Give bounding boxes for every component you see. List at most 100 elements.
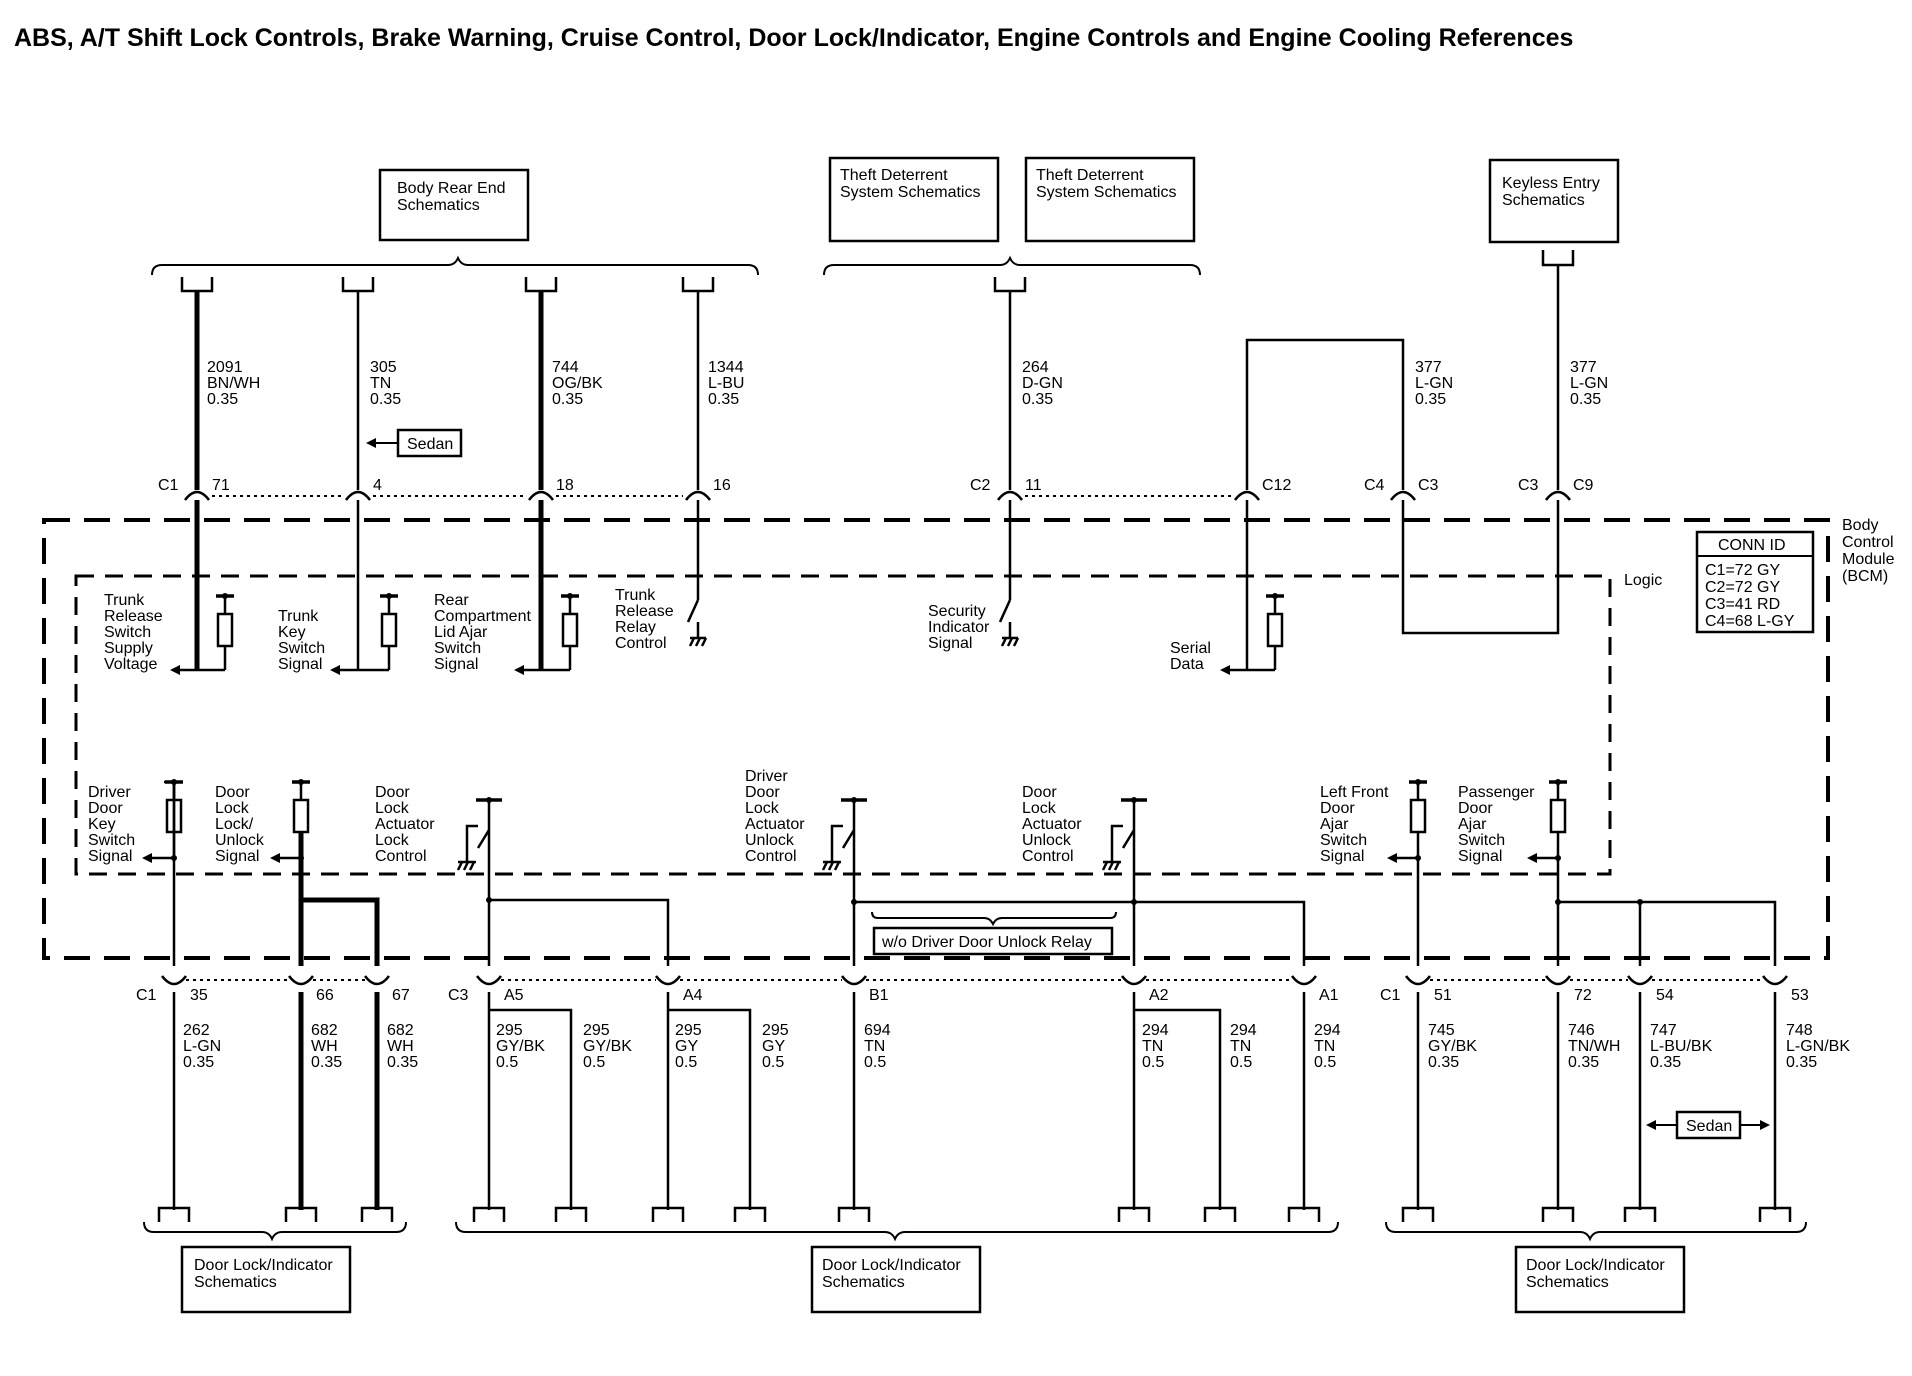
bottom-box-0-line-1: Schematics: [194, 1274, 277, 1291]
bcm-line-3: (BCM): [1842, 568, 1888, 585]
top-box-0-line-1: Schematics: [397, 197, 480, 214]
top-box-2-line-0: Theft Deterrent: [1036, 167, 1144, 184]
top-signal-0-line-1: Release: [104, 608, 163, 625]
bottom-pin-8-conn: C1: [1380, 987, 1401, 1004]
bottom-sockets: [157, 1206, 1792, 1222]
bottom-signal-3-line-3: Actuator: [745, 816, 805, 833]
bottom-pin-4-num: A4: [683, 987, 703, 1004]
top-signal-0-line-0: Trunk: [104, 592, 145, 609]
top-pin-3-num: 16: [713, 477, 731, 494]
top-signal-5-line-0: Serial: [1170, 640, 1211, 657]
bottom-signal-5-line-1: Door: [1320, 800, 1355, 817]
bottom-pin-5-num: B1: [869, 987, 889, 1004]
top-signal-0-line-3: Supply: [104, 640, 153, 657]
bottom-signal-0-line-1: Door: [88, 800, 123, 817]
top-signal-3-line-3: Control: [615, 635, 667, 652]
bottom-signal-5-line-4: Signal: [1320, 848, 1364, 865]
bottom-signal-3-line-4: Unlock: [745, 832, 795, 849]
bottom-wire-9-line-2: 0.5: [1230, 1054, 1252, 1071]
bottom-signal-6-line-2: Ajar: [1458, 816, 1487, 833]
bottom-wire-8-line-1: TN: [1142, 1038, 1163, 1055]
top-wire-1-line-2: 0.35: [370, 391, 401, 408]
relay-note: w/o Driver Door Unlock Relay: [871, 911, 1117, 956]
bottom-wire-10-line-0: 294: [1314, 1022, 1341, 1039]
top-pin-7-conn: C3: [1518, 477, 1539, 494]
top-wire-3-line-0: 1344: [708, 359, 744, 376]
bottom-wire-1-line-2: 0.35: [311, 1054, 342, 1071]
top-signal-4-line-0: Security: [928, 603, 986, 620]
bottom-wire-5-line-0: 295: [675, 1022, 702, 1039]
conn-id-line-1: C2=72 GY: [1705, 579, 1780, 596]
theft-deterrent-box-1[interactable]: [828, 156, 1000, 243]
bottom-signal-4-line-3: Unlock: [1022, 832, 1072, 849]
bottom-signal-4-line-4: Control: [1022, 848, 1074, 865]
conn-id-title: CONN ID: [1718, 537, 1786, 554]
bottom-wire-8-line-2: 0.5: [1142, 1054, 1164, 1071]
bottom-signal-3-line-0: Driver: [745, 768, 788, 785]
bottom-wire-13-line-0: 747: [1650, 1022, 1677, 1039]
door-lock-box-2[interactable]: [810, 1245, 982, 1314]
bottom-wire-1-line-1: WH: [311, 1038, 338, 1055]
top-box-3-line-0: Keyless Entry: [1502, 175, 1600, 192]
top-signal-2-line-2: Lid Ajar: [434, 624, 488, 641]
bottom-wire-4-line-1: GY/BK: [583, 1038, 632, 1055]
top-signal-1-line-0: Trunk: [278, 608, 319, 625]
bottom-pin-8-num: 51: [1434, 987, 1452, 1004]
bottom-pin-0-num: 35: [190, 987, 208, 1004]
top-pin-6-num: C3: [1418, 477, 1439, 494]
top-pin-4-conn: C2: [970, 477, 991, 494]
conn-id-line-3: C4=68 L-GY: [1705, 613, 1795, 630]
bottom-wire-0-line-2: 0.35: [183, 1054, 214, 1071]
bottom-wire-0-line-1: L-GN: [183, 1038, 221, 1055]
bottom-wire-13-line-2: 0.35: [1650, 1054, 1681, 1071]
bottom-box-2-line-0: Door Lock/Indicator: [1526, 1257, 1665, 1274]
keyless-entry-box[interactable]: [1488, 158, 1620, 244]
theft-deterrent-box-2[interactable]: [1024, 156, 1196, 243]
bottom-wire-11-line-0: 745: [1428, 1022, 1455, 1039]
bottom-signal-3-line-1: Door: [745, 784, 780, 801]
bottom-wires: [172, 992, 1777, 1210]
bottom-internal-circuits: [150, 780, 1777, 966]
relay-note-text: w/o Driver Door Unlock Relay: [881, 934, 1092, 951]
bottom-wire-3-line-0: 295: [496, 1022, 523, 1039]
conn-id-box: CONN ID C1=72 GY C2=72 GY C3=41 RD C4=68…: [1695, 530, 1815, 634]
logic-boundary: [74, 574, 1612, 876]
door-lock-box-3[interactable]: [1514, 1245, 1686, 1314]
sedan-bottom-text: Sedan: [1686, 1118, 1732, 1135]
top-wire-2-line-0: 744: [552, 359, 579, 376]
bottom-wire-14-line-0: 748: [1786, 1022, 1813, 1039]
bottom-wire-2-line-1: WH: [387, 1038, 414, 1055]
bottom-signal-2-line-1: Lock: [375, 800, 410, 817]
bottom-wire-14-line-2: 0.35: [1786, 1054, 1817, 1071]
top-wire-4-line-0: 264: [1022, 359, 1049, 376]
bottom-wire-1-line-0: 682: [311, 1022, 338, 1039]
bottom-signal-6-line-4: Signal: [1458, 848, 1502, 865]
bottom-signal-5-line-3: Switch: [1320, 832, 1367, 849]
bottom-wire-9-line-0: 294: [1230, 1022, 1257, 1039]
bottom-pin-10-num: 54: [1656, 987, 1674, 1004]
top-internal-circuits: [178, 500, 1560, 672]
top-wire-1-line-0: 305: [370, 359, 397, 376]
top-wire-3-line-1: L-BU: [708, 375, 744, 392]
bottom-pin-symbols: [161, 975, 1788, 986]
top-pin-6-conn: C4: [1364, 477, 1385, 494]
top-wire-6-line-0: 377: [1570, 359, 1597, 376]
top-signal-1-line-2: Switch: [278, 640, 325, 657]
top-box-3-line-1: Schematics: [1502, 192, 1585, 209]
body-rear-end-box[interactable]: [378, 168, 530, 242]
bottom-wire-7-line-2: 0.5: [864, 1054, 886, 1071]
bottom-signal-1-line-0: Door: [215, 784, 250, 801]
bottom-wire-9-line-1: TN: [1230, 1038, 1251, 1055]
bottom-signal-2-line-0: Door: [375, 784, 410, 801]
bottom-wire-4-line-2: 0.5: [583, 1054, 605, 1071]
top-box-0-line-0: Body Rear End: [397, 180, 506, 197]
door-lock-box-1[interactable]: [180, 1245, 352, 1314]
bottom-signal-0-line-2: Key: [88, 816, 116, 833]
bottom-box-2-line-1: Schematics: [1526, 1274, 1609, 1291]
top-wire-6-line-1: L-GN: [1570, 375, 1608, 392]
bottom-signal-3-line-5: Control: [745, 848, 797, 865]
top-wire-1-line-1: TN: [370, 375, 391, 392]
bottom-wire-10-line-2: 0.5: [1314, 1054, 1336, 1071]
top-wire-0-line-0: 2091: [207, 359, 243, 376]
bottom-junction-dots: [171, 779, 1643, 905]
